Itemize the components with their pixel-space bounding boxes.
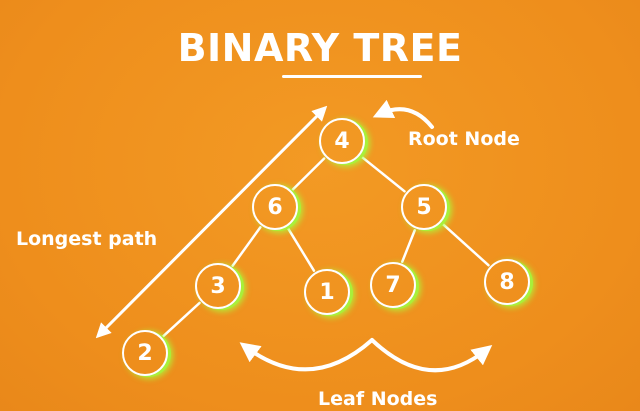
- tree-edge-4-5: [360, 155, 406, 193]
- leaf-nodes-label: Leaf Nodes: [318, 388, 438, 410]
- leaf-nodes-right-arrow: [370, 338, 493, 373]
- tree-node-5: 5: [401, 184, 447, 230]
- tree-edge-5-7: [400, 228, 417, 264]
- tree-node-1: 1: [304, 269, 350, 315]
- tree-edge-4-6: [291, 157, 326, 191]
- root-node-curved-arrow: [372, 99, 434, 129]
- leaf-nodes-left-arrow: [239, 338, 374, 372]
- tree-node-7: 7: [370, 262, 416, 308]
- tree-edge-6-1: [286, 227, 316, 272]
- longest-path-arrow: [95, 105, 328, 339]
- longest-path-label: Longest path: [16, 228, 158, 250]
- tree-node-4: 4: [319, 118, 365, 164]
- tree-node-6: 6: [252, 184, 298, 230]
- tree-edge-5-8: [441, 222, 490, 267]
- tree-edge-6-3: [231, 226, 262, 267]
- slide-title: BINARY TREE: [177, 26, 463, 70]
- tree-node-8: 8: [484, 259, 530, 305]
- tree-node-3: 3: [195, 263, 241, 309]
- tree-edge-3-2: [162, 301, 201, 338]
- title-underline: [282, 75, 422, 78]
- tree-node-2: 2: [122, 330, 168, 376]
- root-node-label: Root Node: [408, 128, 520, 150]
